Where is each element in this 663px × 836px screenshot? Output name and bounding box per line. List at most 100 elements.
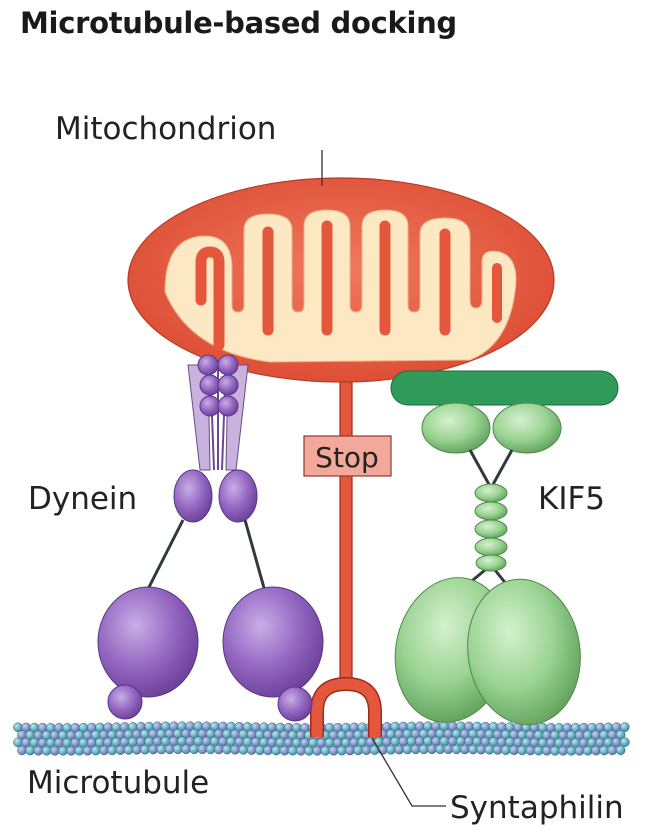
tubulin-bead [123,745,134,755]
tubulin-bead [177,736,187,747]
tubulin-bead [271,745,282,756]
tubulin-bead [172,744,183,755]
tubulin-bead [259,737,269,748]
tubulin-bead [607,745,618,756]
tubulin-bead [131,745,142,755]
tubulin-bead [435,744,446,755]
tubulin-bead [156,744,167,755]
tubulin-bead [542,745,552,756]
tubulin-bead [349,737,360,748]
tubulin-bead [550,746,560,756]
tubulin-bead [91,745,101,756]
tubulin-bead [230,744,240,755]
tubulin-bead [238,745,249,755]
tubulin-bead [451,744,462,755]
tubulin-bead [361,745,372,756]
stop-box: Stop [303,435,392,477]
tubulin-bead [304,746,314,756]
tubulin-bead [33,745,44,756]
tubulin-bead [74,745,85,756]
tubulin-bead [181,744,191,755]
tubulin-bead [505,737,515,747]
tubulin-bead [222,744,232,755]
syntaphilin [310,379,382,737]
syntaphilin-leader-line [371,737,446,807]
tubulin-bead [37,737,48,748]
tubulin-bead [517,745,528,756]
tubulin-bead [328,745,339,756]
tubulin-bead [312,746,323,756]
tubulin-bead [611,737,622,748]
tubulin-bead [566,746,577,756]
tubulin-bead [185,736,195,747]
tubulin-bead [410,744,421,755]
tubulin-bead [476,744,487,755]
tubulin-bead [345,745,355,756]
tubulin-bead [443,744,454,755]
tubulin-bead [459,744,470,755]
tubulin-bead [54,738,64,748]
tubulin-bead [62,738,72,748]
tubulin-bead [193,736,204,747]
tubulin-bead [295,746,306,756]
tubulin-bead [402,744,413,755]
tubulin-bead [205,744,216,755]
tubulin-bead [447,736,458,747]
tubulin-bead [82,745,93,756]
tubulin-bead [418,744,429,755]
tubulin-bead [570,738,581,748]
mitochondrion [127,150,555,383]
tubulin-bead [455,736,466,747]
tubulin-bead [546,737,556,748]
tubulin-bead [509,745,519,756]
tubulin-bead [213,744,224,755]
tubulin-bead [595,737,606,748]
tubulin-bead [148,744,158,755]
tubulin-bead [254,745,265,756]
tubulin-bead [287,745,298,756]
tubulin-bead [164,744,175,755]
tubulin-bead [103,737,113,748]
kif5 [390,370,619,726]
tubulin-bead [115,745,126,755]
tubulin-bead [320,746,331,756]
tubulin-bead [472,736,483,747]
tubulin-bead [500,745,511,755]
tubulin-bead [558,746,569,756]
mitochondrion-label: Mitochondrion [55,111,276,147]
tubulin-bead [291,737,302,748]
tubulin-bead [275,737,286,748]
tubulin-bead [591,745,601,756]
microtubule-label: Microtubule [27,765,209,801]
tubulin-bead [615,729,626,740]
kif5-label: KIF5 [538,481,605,517]
tubulin-bead [336,745,347,756]
tubulin-bead [468,744,478,755]
tubulin-bead [308,738,319,748]
tubulin-bead [492,745,503,755]
tubulin-bead [414,736,425,747]
tubulin-bead [50,746,60,756]
tubulin-bead [353,745,364,756]
tubulin-bead [464,736,474,747]
tubulin-bead [562,738,573,748]
tubulin-bead [300,738,310,748]
tubulin-bead [25,745,36,756]
tubulin-bead [189,744,199,755]
tubulin-bead [599,745,610,756]
tubulin-bead [439,736,450,747]
tubulin-bead [78,737,89,748]
tubulin-bead [554,738,565,748]
tubulin-bead [620,722,630,732]
tubulin-bead [484,744,495,755]
tubulin-bead [41,745,52,756]
tubulin-bead [279,745,290,756]
tubulin-bead [140,744,150,755]
tubulin-bead [583,745,593,756]
tubulin-bead [99,745,109,756]
dynein-label: Dynein [28,481,137,517]
tubulin-bead [107,745,117,756]
tubulin-bead [620,737,630,747]
tubulin-bead [390,736,401,747]
